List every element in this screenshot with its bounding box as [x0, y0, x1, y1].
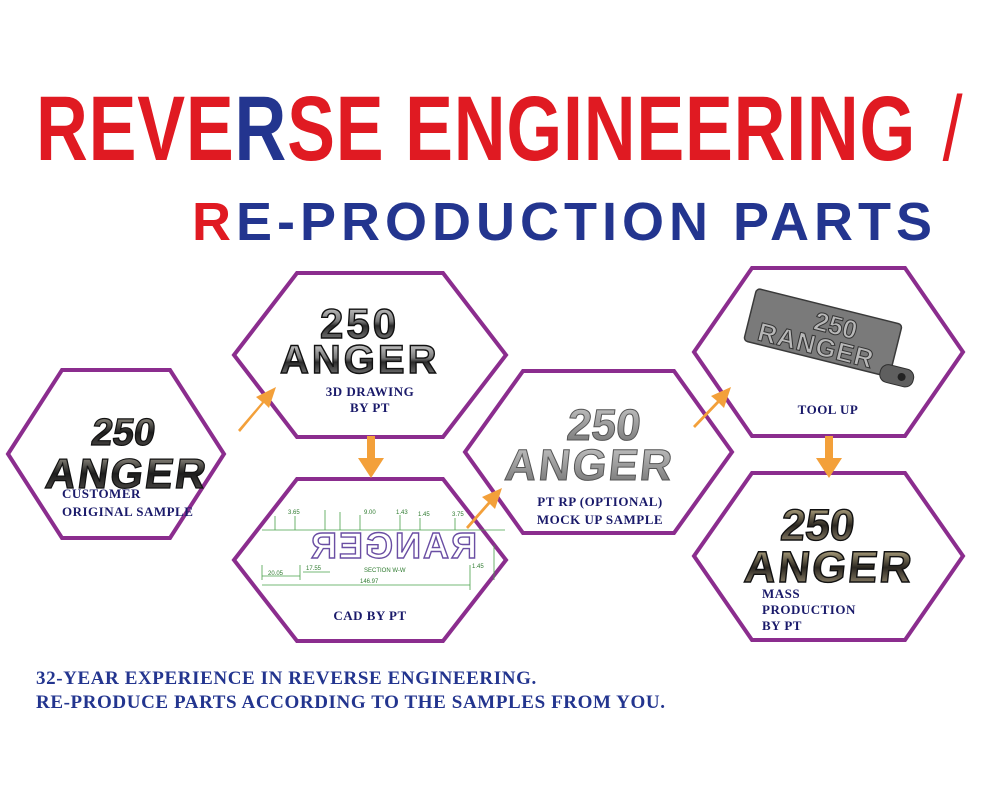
emblem-customer-original-sample: 250 ANGER: [42, 411, 211, 498]
footer-line-1: 32-YEAR EXPERIENCE IN REVERSE ENGINEERIN…: [36, 668, 537, 689]
arrow-to-tool-up: [693, 387, 731, 428]
cad-dim-6: 3.65: [288, 510, 300, 516]
label-tool-up: TOOL UP: [798, 402, 859, 417]
label-rp-line-2: MOCK UP SAMPLE: [537, 512, 663, 527]
hexagon-pt-rp-mock-up: [462, 369, 735, 535]
cad-dimension-lines: [261, 510, 505, 590]
title-line-1-part-3: SE ENGINEERING: [287, 78, 917, 180]
emblem-mass-production: 250 ANGER: [741, 500, 916, 592]
label-customer-line-1: CUSTOMER: [62, 486, 141, 501]
cad-drawing: RANGER 20.05 17.55 146.97 9.00 1.45 3: [261, 510, 505, 590]
label-rp-line-1: PT RP (OPTIONAL): [537, 494, 663, 509]
title-line-1-part-2: R: [234, 78, 288, 180]
label-3d-line-2: BY PT: [350, 400, 390, 415]
arrow-to-mass-production: [816, 436, 842, 478]
cad-section-label: SECTION W-W: [364, 568, 406, 574]
emblem-pt-rp: 250 ANGER: [502, 401, 677, 491]
cad-dim-4: 9.00: [364, 510, 376, 516]
tool-tab: [879, 364, 915, 388]
emblem-customer-top: 250: [89, 411, 158, 454]
emblem-rp-top: 250: [565, 401, 644, 450]
hexagon-cad: [231, 477, 509, 643]
hexagon-3d-drawing: [231, 271, 509, 439]
hexagon-mass-production: [691, 471, 966, 642]
label-mass-line-1: MASS: [762, 586, 800, 601]
cad-dim-3: 146.97: [360, 579, 379, 585]
label-customer-line-2: ORIGINAL SAMPLE: [62, 504, 193, 519]
title-line-1: REVERSE ENGINEERING/: [36, 74, 963, 184]
emblem-3d-top: 250: [320, 300, 399, 347]
label-3d-line-1: 3D DRAWING: [326, 384, 414, 399]
cad-dim-5: 1.45: [418, 512, 430, 518]
arrow-to-pt-rp: [466, 488, 502, 529]
title-slash: /: [942, 78, 964, 180]
tool-body: [743, 288, 903, 377]
emblem-rp-bottom: ANGER: [503, 441, 677, 490]
emblem-customer-bottom: ANGER: [43, 450, 211, 497]
emblem-3d-drawing: 250 ANGER: [279, 299, 439, 382]
cad-dim-8: 1.43: [396, 510, 408, 516]
emblem-mass-bottom: ANGER: [742, 543, 916, 592]
label-mass-line-2: PRODUCTION: [762, 602, 856, 617]
cad-dim-9: 1.45: [472, 564, 484, 570]
cad-dim-2: 17.55: [306, 566, 322, 572]
title-line-2: RE-PRODUCTION PARTS: [192, 190, 937, 254]
hexagon-customer-original-sample: [5, 368, 227, 540]
label-cad: CAD BY PT: [333, 608, 406, 623]
tool-hole: [897, 372, 906, 381]
arrow-to-cad: [358, 436, 384, 478]
title-line-2-red: R: [192, 192, 236, 252]
title-line-1-part-1: REVE: [36, 78, 235, 180]
cad-dim-7: 3.75: [452, 512, 464, 518]
title-line-2-blue: E-PRODUCTION PARTS: [236, 192, 938, 252]
emblem-mass-top: 250: [779, 501, 858, 550]
emblem-3d-bottom: ANGER: [280, 338, 439, 382]
label-mass-line-3: BY PT: [762, 618, 802, 633]
cad-dim-1: 20.05: [268, 571, 284, 577]
footer-line-2: RE-PRODUCE PARTS ACCORDING TO THE SAMPLE…: [36, 692, 666, 713]
cad-emblem: RANGER: [309, 525, 477, 566]
arrow-to-3d-drawing: [238, 387, 276, 432]
